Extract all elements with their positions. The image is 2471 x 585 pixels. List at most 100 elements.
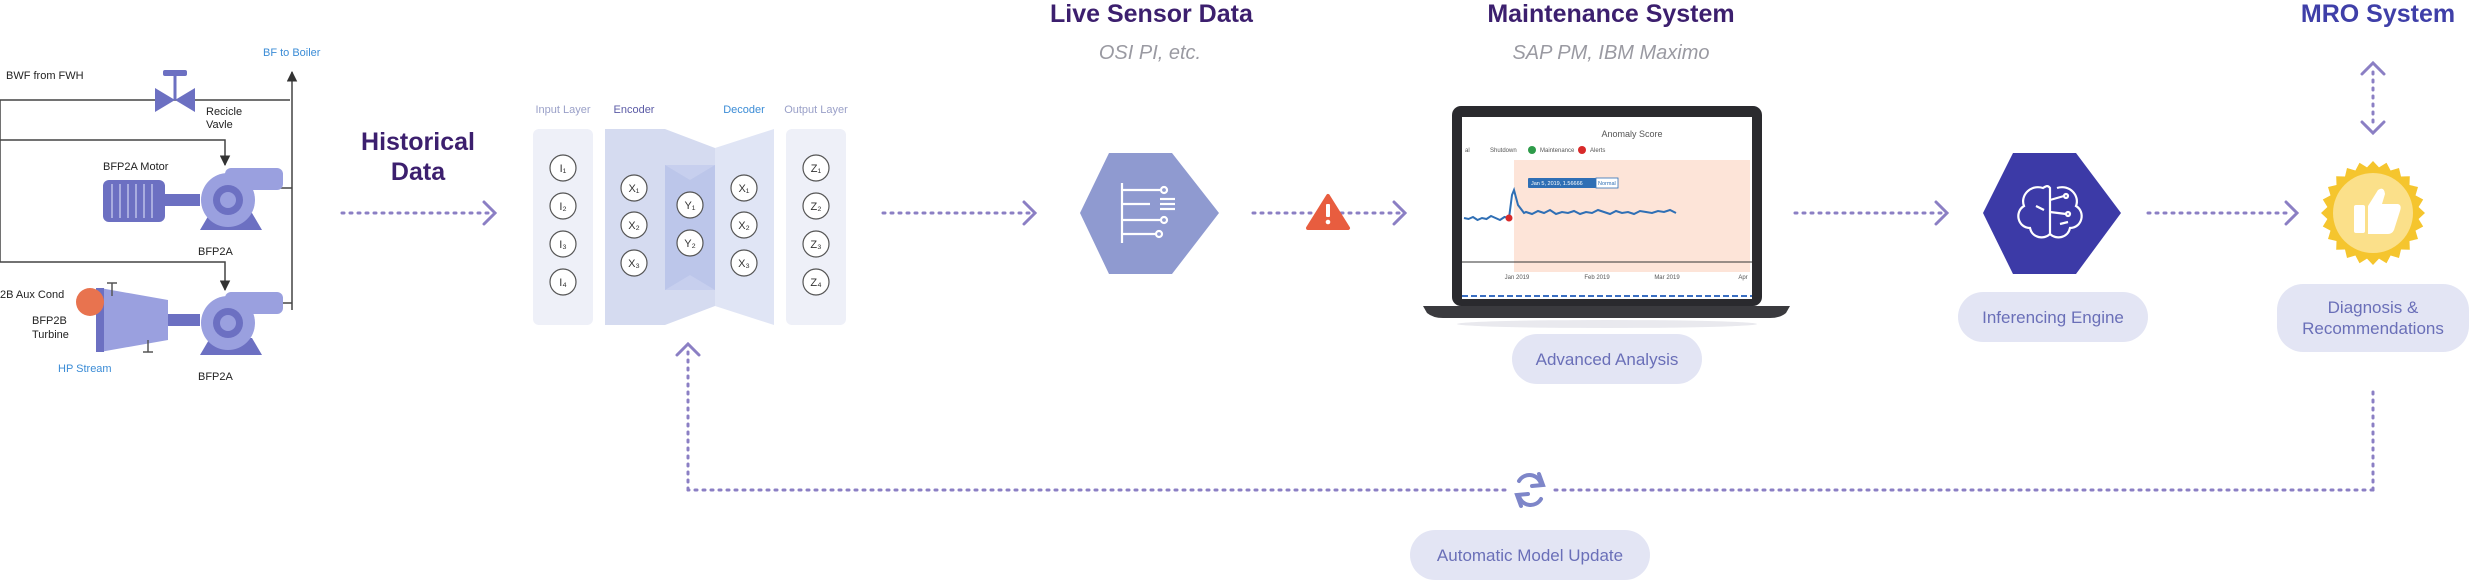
turbine-label-1: BFP2B <box>32 315 67 327</box>
arrow-model-to-sensor <box>881 200 1038 226</box>
input-layer-panel <box>533 129 593 325</box>
decoder-label: Decoder <box>723 104 765 116</box>
decoder-node <box>730 249 758 277</box>
model-update-pill: Automatic Model Update <box>1410 530 1650 580</box>
input-node <box>549 154 577 182</box>
arrow-mro-vertical <box>2360 60 2386 136</box>
screen-xtick-2: Mar 2019 <box>1654 275 1680 281</box>
decoder-node <box>730 174 758 202</box>
output-node <box>802 192 830 220</box>
flow-arrows <box>340 60 2386 492</box>
arrow-historical-to-model <box>340 200 498 226</box>
autoencoder: Input Layer Encoder Decoder Output Layer… <box>533 104 848 325</box>
input-node-label: I₂ <box>559 201 566 213</box>
screen-chart-title: Anomaly Score <box>1601 129 1662 139</box>
encoder-node <box>620 211 648 239</box>
anomaly-score-line <box>1463 186 1677 222</box>
input-layer-label: Input Layer <box>535 104 590 116</box>
bf-boiler-label: BF to Boiler <box>263 47 321 59</box>
latent-node <box>676 229 704 257</box>
output-node-label: Z₃ <box>810 239 821 251</box>
latent-panel <box>665 165 715 290</box>
brain-icon <box>2017 185 2083 239</box>
screen-legend-1: Shutdown <box>1490 148 1517 154</box>
decoder-node-label: X₂ <box>738 220 750 232</box>
alert-point-icon <box>1505 214 1513 222</box>
output-node <box>802 268 830 296</box>
motor-icon <box>103 180 200 222</box>
input-node-label: I₄ <box>559 277 567 289</box>
pump-a-feed-pipe <box>0 139 231 167</box>
valve-label-2: Vavle <box>206 119 233 131</box>
output-node-label: Z₁ <box>811 163 822 175</box>
screen-xtick-3: Apr <box>1738 275 1747 281</box>
plant-schematic: BWF from FWH BF to Boiler Recicle Vavle … <box>0 47 321 383</box>
live-sensor-subtitle: OSI PI, etc. <box>1098 42 1202 64</box>
anomaly-zone <box>1514 160 1750 272</box>
input-node-label: I₃ <box>559 239 567 251</box>
pump-b-feed-pipe <box>0 100 231 292</box>
historical-label-2: Data <box>391 158 446 186</box>
refresh-icon <box>1514 472 1546 508</box>
maintenance-dot-icon <box>1528 146 1536 154</box>
live-sensor-hexagon <box>1080 153 1219 274</box>
output-node <box>802 154 830 182</box>
latent-node <box>676 191 704 219</box>
screen-legend-0: al <box>1465 148 1470 154</box>
inferencing-engine-pill: Inferencing Engine <box>1958 292 2148 342</box>
input-node <box>549 192 577 220</box>
advanced-analysis-pill: Advanced Analysis <box>1512 334 1702 384</box>
output-node-label: Z₄ <box>810 277 822 289</box>
output-layer-panel <box>786 129 846 325</box>
historical-label-1: Historical <box>361 128 475 156</box>
maintenance-subtitle: SAP PM, IBM Maximo <box>1512 42 1710 64</box>
encoder-node <box>620 249 648 277</box>
turbine-icon <box>76 282 200 353</box>
bwf-label: BWF from FWH <box>6 70 84 82</box>
maintenance-title: Maintenance System <box>1487 0 1735 28</box>
screen-legend-3: Alerts <box>1590 148 1605 154</box>
diagnosis-line-1: Diagnosis & <box>2327 298 2419 317</box>
decoder-node-label: X₃ <box>738 258 750 270</box>
feedback-loop <box>675 341 2375 492</box>
recicle-valve-icon <box>155 70 195 112</box>
mro-title: MRO System <box>2300 0 2456 28</box>
encoder-node-label: X₁ <box>628 183 639 195</box>
diagnosis-line-2: Recommendations <box>2302 319 2444 338</box>
latent-node-label: Y₁ <box>684 200 695 212</box>
arrow-inferencing-to-mro <box>2146 200 2300 226</box>
hp-stream-label: HP Stream <box>58 363 112 375</box>
input-node-label: I₁ <box>560 163 567 175</box>
decoder-node <box>730 211 758 239</box>
turbine-label-2: Turbine <box>32 329 69 341</box>
screen-xtick-0: Jan 2019 <box>1505 275 1530 281</box>
screen-tooltip-tag: Normal <box>1598 181 1616 187</box>
warning-icon <box>1306 194 1350 230</box>
output-node <box>802 230 830 258</box>
encoder-label: Encoder <box>614 104 655 116</box>
thumbs-up-icon <box>2354 188 2401 234</box>
encoder-node <box>620 174 648 202</box>
pump-a-top-icon <box>200 168 283 230</box>
valve-label-1: Recicle <box>206 106 242 118</box>
screen-tooltip <box>1528 178 1596 188</box>
alerts-dot-icon <box>1578 146 1586 154</box>
data-list-icon <box>1120 183 1175 243</box>
arrow-maintenance-to-inferencing <box>1793 200 1950 226</box>
pump-bottom-label: BFP2A <box>198 371 234 383</box>
aux-cond-label: 2B Aux Cond <box>0 289 64 301</box>
output-layer-label: Output Layer <box>784 104 848 116</box>
pump-top-label: BFP2A <box>198 246 234 258</box>
inferencing-hexagon <box>1983 153 2121 274</box>
mro-badge <box>2321 161 2425 265</box>
motor-label: BFP2A Motor <box>103 161 169 173</box>
laptop: Anomaly Score al Shutdown Maintenance Al… <box>1423 106 1790 328</box>
decoder-node-label: X₁ <box>738 183 749 195</box>
encoder-node-label: X₃ <box>628 258 640 270</box>
laptop-base <box>1423 306 1790 318</box>
pump-a-bottom-icon <box>200 292 283 355</box>
live-sensor-title: Live Sensor Data <box>1050 0 1253 28</box>
